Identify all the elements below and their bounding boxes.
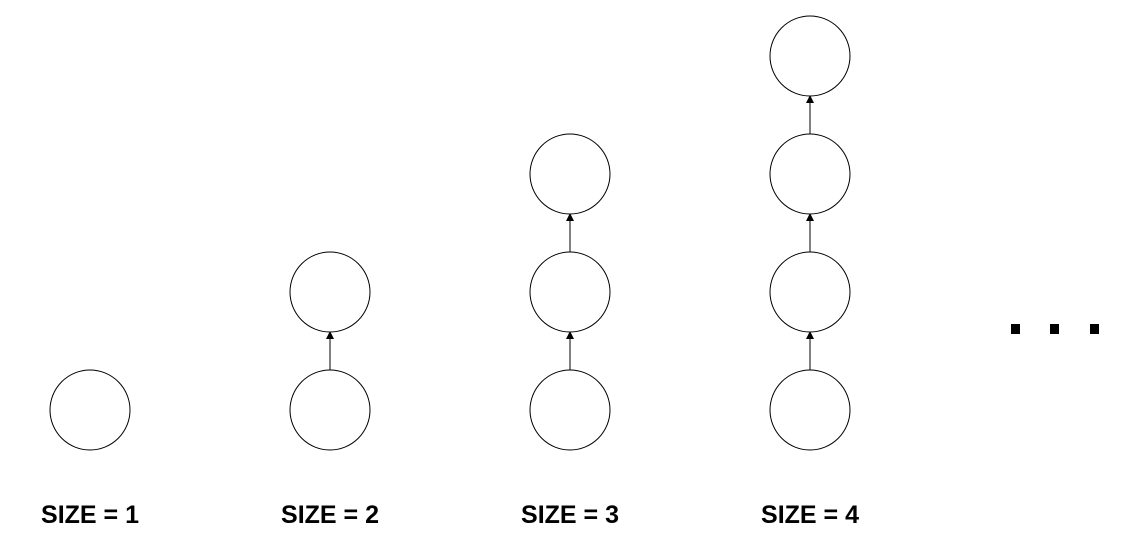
stack-node (769, 369, 851, 451)
stack-node (769, 15, 851, 97)
stack-column-2 (289, 251, 371, 451)
stack-node (529, 133, 611, 215)
diagram-layer (49, 15, 851, 451)
size-label-3: SIZE = 3 (521, 501, 619, 529)
ellipsis-dot (1011, 324, 1020, 334)
stack-node (769, 251, 851, 333)
size-label-1: SIZE = 1 (41, 501, 139, 529)
stack-node (289, 369, 371, 451)
stack-node (289, 251, 371, 333)
size-label-2: SIZE = 2 (281, 501, 379, 529)
stack-node (529, 369, 611, 451)
ellipsis-dot (1050, 324, 1059, 334)
stack-node (49, 369, 131, 451)
stack-column-4 (769, 15, 851, 451)
stack-node (769, 133, 851, 215)
ellipsis-dot (1090, 324, 1099, 334)
size-label-4: SIZE = 4 (761, 501, 859, 529)
stack-column-3 (529, 133, 611, 451)
continuation-ellipsis (1000, 300, 1120, 360)
stack-node (529, 251, 611, 333)
stack-column-1 (49, 369, 131, 451)
